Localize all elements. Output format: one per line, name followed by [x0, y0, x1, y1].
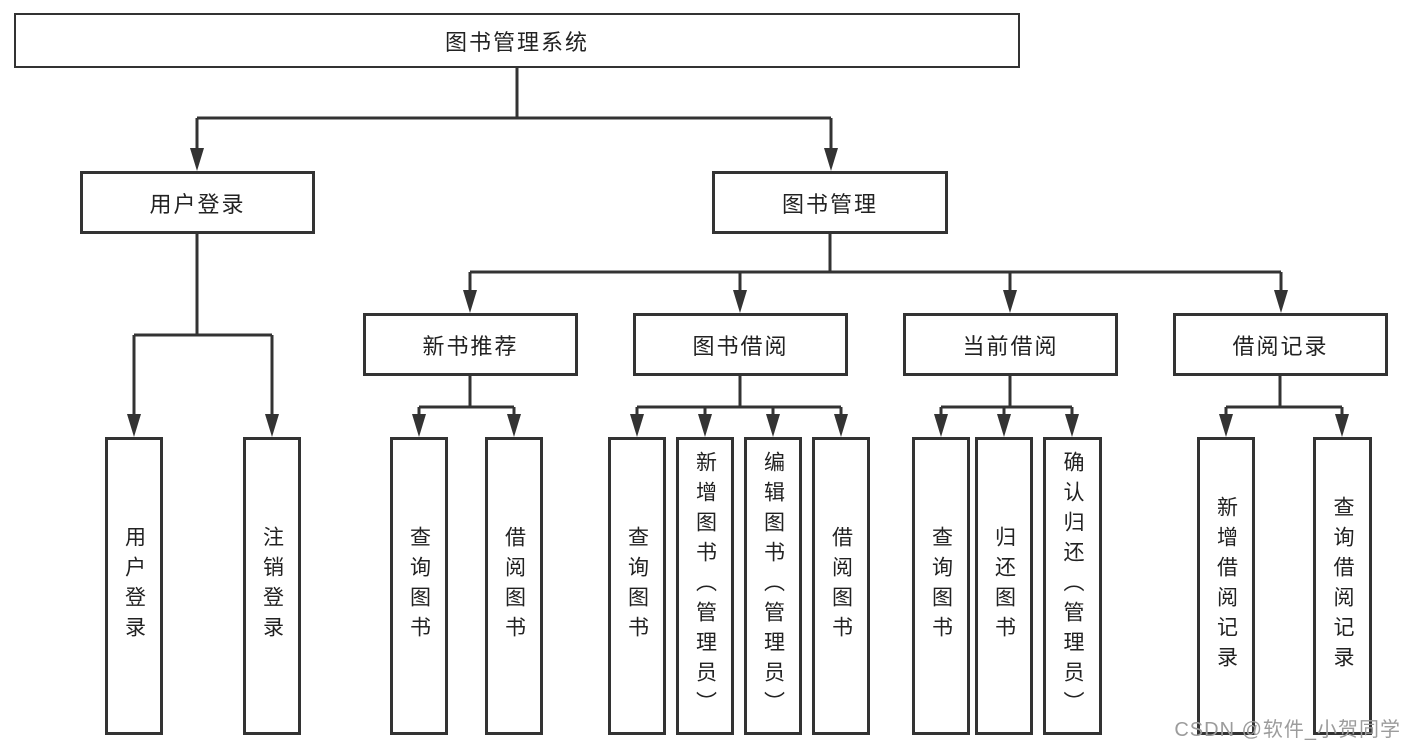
- leaf-logout-login: 注销登录: [243, 437, 301, 735]
- leaf-current-confirm-return-admin-label: 确认归还（管理员）: [1061, 451, 1085, 721]
- leaf-borrow-query-books: 查询图书: [608, 437, 666, 735]
- leaf-recommend-borrow-books: 借阅图书: [485, 437, 543, 735]
- leaf-borrow-edit-books-admin: 编辑图书（管理员）: [744, 437, 802, 735]
- node-root-label: 图书管理系统: [444, 29, 589, 55]
- node-borrow-records-label: 借阅记录: [1232, 333, 1329, 359]
- leaf-recommend-borrow-books-label: 借阅图书: [502, 526, 526, 646]
- node-new-book-recommend: 新书推荐: [363, 313, 578, 376]
- node-root: 图书管理系统: [14, 13, 1020, 68]
- node-book-management: 图书管理: [712, 171, 948, 234]
- node-book-borrow: 图书借阅: [633, 313, 848, 376]
- leaf-current-confirm-return-admin: 确认归还（管理员）: [1043, 437, 1102, 735]
- node-user-login: 用户登录: [80, 171, 315, 234]
- leaf-user-login: 用户登录: [105, 437, 163, 735]
- node-book-management-label: 图书管理: [781, 191, 878, 217]
- node-book-borrow-label: 图书借阅: [692, 333, 789, 359]
- leaf-records-query-record: 查询借阅记录: [1313, 437, 1372, 735]
- leaf-current-query-books-label: 查询图书: [929, 526, 953, 646]
- leaf-borrow-borrow-books: 借阅图书: [812, 437, 870, 735]
- node-current-borrow: 当前借阅: [903, 313, 1118, 376]
- leaf-recommend-query-books: 查询图书: [390, 437, 448, 735]
- leaf-current-return-books: 归还图书: [975, 437, 1033, 735]
- node-current-borrow-label: 当前借阅: [962, 333, 1059, 359]
- leaf-current-return-books-label: 归还图书: [992, 526, 1016, 646]
- leaf-borrow-edit-books-admin-label: 编辑图书（管理员）: [761, 451, 785, 721]
- leaf-records-add-record-label: 新增借阅记录: [1214, 496, 1238, 676]
- leaf-borrow-add-books-admin: 新增图书（管理员）: [676, 437, 734, 735]
- csdn-watermark: CSDN @软件_小贺同学: [1174, 719, 1401, 741]
- leaf-records-add-record: 新增借阅记录: [1197, 437, 1255, 735]
- leaf-recommend-query-books-label: 查询图书: [407, 526, 431, 646]
- connector-stems: [132, 68, 1344, 418]
- node-borrow-records: 借阅记录: [1173, 313, 1388, 376]
- leaf-user-login-label: 用户登录: [122, 526, 146, 646]
- leaf-logout-login-label: 注销登录: [260, 526, 284, 646]
- leaf-records-query-record-label: 查询借阅记录: [1331, 496, 1355, 676]
- leaf-borrow-add-books-admin-label: 新增图书（管理员）: [693, 451, 717, 721]
- leaf-borrow-query-books-label: 查询图书: [625, 526, 649, 646]
- leaf-borrow-borrow-books-label: 借阅图书: [829, 526, 853, 646]
- node-user-login-label: 用户登录: [149, 191, 246, 217]
- node-new-book-recommend-label: 新书推荐: [422, 333, 519, 359]
- arrowhead-icons: [127, 148, 1349, 437]
- leaf-current-query-books: 查询图书: [912, 437, 970, 735]
